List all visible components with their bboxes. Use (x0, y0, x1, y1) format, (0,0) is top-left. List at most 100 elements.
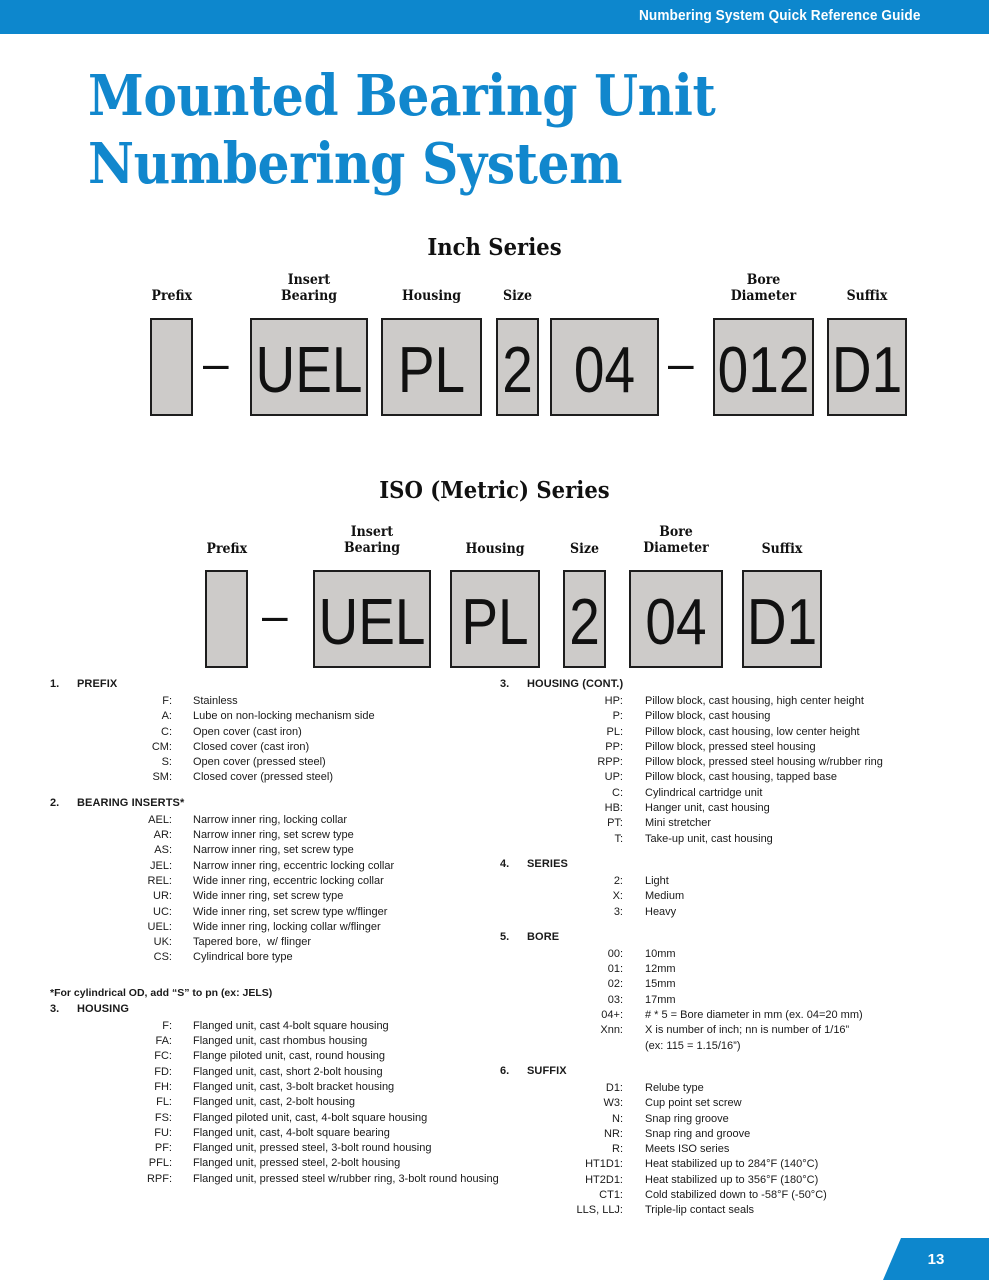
reference-group: 3. HOUSING F:Flanged unit, cast 4-bolt squ… (50, 1003, 499, 1187)
reference-group-heading: 5.BORE (500, 931, 960, 947)
reference-row-description: Tapered bore, w/ flinger (193, 936, 312, 949)
reference-row-description: Flanged unit, cast, 4-bolt square bearin… (193, 1126, 390, 1139)
reference-row: PF: Flanged unit, pressed steel, 3-bolt r… (50, 1141, 490, 1156)
reference-row: C:Cylindrical cartridge unit (500, 786, 960, 801)
reference-group-title: BORE (527, 930, 560, 943)
reference-row: CS:Cylindrical bore type (50, 950, 490, 965)
reference-row: SM:Closed cover (pressed steel) (50, 770, 490, 785)
reference-row-description: Closed cover (cast iron) (193, 740, 310, 753)
reference-row: F:Flanged unit, cast 4-bolt square housi… (50, 1019, 490, 1034)
diagram-cell-box: 2 (496, 318, 539, 416)
reference-row: LLS, LLJ:Triple-lip contact seals (500, 1203, 960, 1218)
reference-row-code: 00: (607, 947, 623, 960)
reference-group-title: HOUSING (77, 1002, 130, 1015)
reference-row-code: RPF: (146, 1172, 172, 1185)
reference-row: RPF: Flanged unit, pressed steel w/rubber… (50, 1172, 499, 1187)
reference-row: UR:Wide inner ring, set screw type (50, 889, 490, 904)
reference-row: 01:12mm (500, 962, 960, 977)
reference-row: NR:Snap ring and groove (500, 1127, 960, 1142)
page-title: Mounted Bearing Unit Numbering System (88, 62, 908, 198)
reference-row-code: PF: (154, 1142, 172, 1155)
reference-row-code: F: (162, 695, 172, 707)
header-title: Numbering System Quick Reference Guide (639, 8, 921, 24)
reference-row: A:Lube on non-locking mechanism side (50, 709, 490, 724)
reference-row-description: Narrow inner ring, set screw type (193, 829, 354, 842)
reference-row-description: Hanger unit, cast housing (645, 802, 770, 815)
reference-row-description: Narrow inner ring, eccentric locking col… (193, 859, 395, 872)
reference-group-title: SERIES (527, 857, 568, 870)
reference-row: FA:Flanged unit, cast rhombus housing (50, 1034, 490, 1049)
reference-row-code: RPP: (597, 756, 623, 769)
reference-row-code: UC: (153, 905, 172, 918)
reference-row: PT:Mini stretcher (500, 816, 960, 831)
reference-row-description: Cylindrical bore type (193, 951, 293, 964)
reference-row: HP:Pillow block, cast housing, high cent… (500, 694, 960, 709)
reference-row: FL:Flanged unit, cast, 2-bolt housing (50, 1095, 490, 1110)
reference-row-description: Pillow block, pressed steel housing w/ru… (645, 756, 883, 769)
reference-row-description: Wide inner ring, locking collar w/flinge… (193, 920, 381, 933)
bearing-inserts-footnote: *For cylindrical OD, add “S” to pn (ex: … (50, 986, 273, 999)
reference-row: RPP: Pillow block, pressed steel housing … (500, 755, 960, 770)
reference-row-code: AS: (154, 844, 172, 857)
reference-group-number: 6. (500, 1064, 510, 1077)
reference-group-number: 3. (50, 1002, 60, 1015)
reference-group-number: 2. (50, 796, 60, 809)
reference-row-description: Pillow block, cast housing, tapped base (645, 771, 838, 784)
reference-group-number: 4. (500, 857, 510, 870)
diagram-cell-label: Housing (401, 288, 462, 304)
reference-row-description: Flanged unit, pressed steel, 2-bolt hous… (193, 1157, 401, 1170)
reference-row-description: Flanged unit, cast, 3-bolt bracket housi… (193, 1080, 395, 1093)
reference-row: P:Pillow block, cast housing (500, 709, 960, 724)
diagram-separator-dash: – (668, 337, 694, 389)
diagram-cell-box: UEL (250, 318, 368, 416)
reference-row: HT2D1: Heat stabilized up to 356°F (180°C… (500, 1173, 960, 1188)
reference-row-description: Heat stabilized up to 356°F (180°C) (645, 1173, 819, 1186)
reference-row-description: Flanged piloted unit, cast, 4-bolt squar… (193, 1111, 428, 1124)
reference-row-description: Meets ISO series (645, 1143, 730, 1156)
reference-row: FC:Flange piloted unit, cast, round hous… (50, 1049, 490, 1064)
reference-row-description: Heavy (645, 905, 677, 918)
reference-row-code: 2: (613, 874, 623, 887)
reference-row-code: FH: (154, 1080, 172, 1093)
reference-row: UK:Tapered bore, w/ flinger (50, 935, 490, 950)
reference-row-code: HT1D1: (585, 1158, 623, 1171)
reference-row-code: HT2D1: (585, 1173, 623, 1186)
reference-row-description: 15mm (645, 978, 676, 991)
reference-row: X:Medium (500, 889, 960, 904)
reference-group-heading: 3.HOUSING (CONT.) (500, 678, 960, 694)
reference-group-title: HOUSING (CONT.) (527, 678, 624, 690)
diagram-cell-box: PL (450, 570, 540, 668)
reference-row-code: R: (612, 1143, 623, 1156)
reference-row: Xnn:X is number of inch; nn is number of… (500, 1023, 960, 1054)
reference-row-description: Open cover (cast iron) (193, 725, 302, 738)
reference-row: UP:Pillow block, cast housing, tapped ba… (500, 770, 960, 785)
reference-row-description: Flanged unit, cast rhombus housing (193, 1035, 368, 1048)
reference-group: 3.HOUSING (CONT.)HP:Pillow block, cast h… (500, 678, 960, 847)
diagram-cell-label: Suffix (846, 288, 888, 304)
reference-row-code: AEL: (148, 813, 172, 826)
reference-row-code: D1: (605, 1081, 623, 1094)
reference-group-heading: 6.SUFFIX (500, 1065, 960, 1081)
reference-row-code: 01: (607, 963, 623, 976)
reference-row-description: Flanged unit, pressed steel w/rubber rin… (193, 1172, 499, 1185)
reference-group-heading: 3. HOUSING (50, 1003, 490, 1019)
reference-row-description: Flanged unit, cast, 2-bolt housing (193, 1096, 356, 1109)
reference-group-title: BEARING INSERTS* (77, 796, 185, 809)
reference-row: FD:Flanged unit, cast, short 2-bolt hous… (50, 1065, 490, 1080)
reference-row-description: Flanged unit, pressed steel, 3-bolt roun… (193, 1142, 432, 1155)
reference-row-description: Stainless (193, 695, 238, 707)
reference-row-code: FS: (154, 1111, 172, 1124)
reference-row-description: Cylindrical cartridge unit (645, 786, 763, 799)
diagram-cell-label: Prefix (206, 541, 248, 557)
reference-row: R: Meets ISO series (500, 1142, 960, 1157)
reference-row-description: Flanged unit, cast, short 2-bolt housing (193, 1065, 383, 1078)
reference-row: 02:15mm (500, 977, 960, 992)
reference-row: FS: Flanged piloted unit, cast, 4-bolt sq… (50, 1111, 490, 1126)
reference-group-title: PREFIX (77, 678, 118, 690)
diagram-cell-box: 04 (550, 318, 659, 416)
